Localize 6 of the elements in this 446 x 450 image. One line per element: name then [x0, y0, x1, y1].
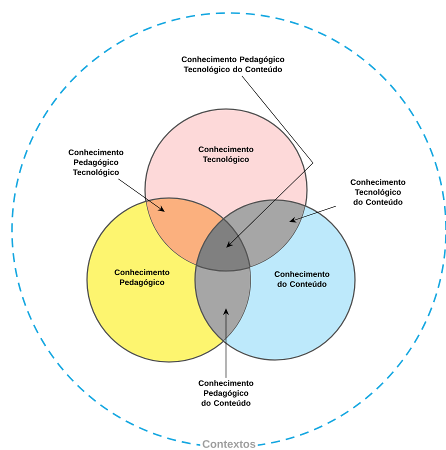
overlap-region	[195, 265, 251, 341]
overlap-region	[146, 198, 223, 266]
context-label: Contextos	[200, 438, 258, 450]
leader-arrow	[226, 76, 314, 248]
overlap-region	[224, 200, 306, 268]
overlap-region	[196, 220, 250, 271]
